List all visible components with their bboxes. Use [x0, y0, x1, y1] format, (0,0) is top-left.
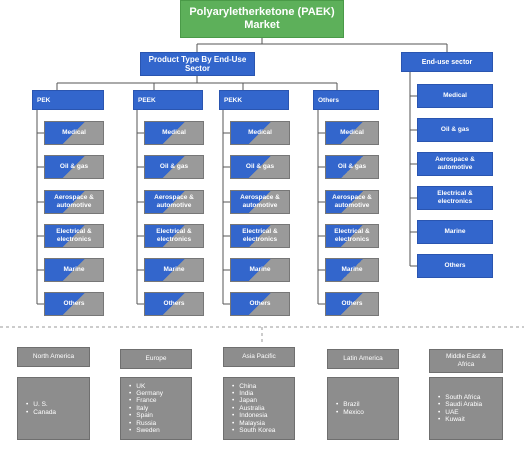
region-middle-east-africa: Middle East & Africa	[429, 349, 503, 373]
country-item: U. S.	[26, 401, 56, 408]
peek-item-others: Others	[144, 292, 204, 316]
country-item: Japan	[232, 397, 275, 404]
pek-item-medical: Medical	[44, 121, 104, 145]
country-item: UAE	[438, 409, 482, 416]
pek-item-aerospace: Aerospace & automotive	[44, 190, 104, 214]
country-item: Indonesia	[232, 412, 275, 419]
region-countries-north-america: U. S. Canada	[17, 377, 90, 440]
others-item-others: Others	[325, 292, 379, 316]
pekk-item-marine: Marine	[230, 258, 290, 282]
product-type-others: Others	[313, 90, 379, 110]
pekk-item-aerospace: Aerospace & automotive	[230, 190, 290, 214]
region-countries-asia-pacific: China India Japan Australia Indonesia Ma…	[223, 377, 295, 440]
country-item: Brazil	[336, 401, 364, 408]
region-europe: Europe	[120, 349, 192, 369]
others-item-medical: Medical	[325, 121, 379, 145]
pekk-item-electrical: Electrical & electronics	[230, 224, 290, 248]
country-item: South Africa	[438, 394, 482, 401]
pekk-item-medical: Medical	[230, 121, 290, 145]
end-use-item-others: Others	[417, 254, 493, 278]
peek-item-medical: Medical	[144, 121, 204, 145]
pek-item-marine: Marine	[44, 258, 104, 282]
end-use-item-electrical: Electrical & electronics	[417, 186, 493, 210]
country-item: Germany	[129, 390, 163, 397]
country-item: Canada	[26, 409, 56, 416]
others-item-oil-gas: Oil & gas	[325, 155, 379, 179]
end-use-item-aerospace: Aerospace & automotive	[417, 152, 493, 176]
country-item: Kuwait	[438, 416, 482, 423]
others-item-electrical: Electrical & electronics	[325, 224, 379, 248]
peek-item-oil-gas: Oil & gas	[144, 155, 204, 179]
region-latin-america: Latin America	[327, 349, 399, 369]
region-countries-latin-america: Brazil Mexico	[327, 377, 399, 440]
country-item: China	[232, 383, 275, 390]
peek-item-electrical: Electrical & electronics	[144, 224, 204, 248]
product-type-sector-node: Product Type By End-Use Sector	[140, 52, 255, 76]
country-item: Australia	[232, 405, 275, 412]
pek-item-others: Others	[44, 292, 104, 316]
country-item: Saudi Arabia	[438, 401, 482, 408]
country-item: Sweden	[129, 427, 163, 434]
product-type-peek: PEEK	[133, 90, 203, 110]
country-item: Italy	[129, 405, 163, 412]
end-use-sector-node: End-use sector	[401, 52, 493, 72]
region-asia-pacific: Asia Pacific	[223, 347, 295, 367]
product-type-pekk: PEKK	[219, 90, 289, 110]
end-use-item-medical: Medical	[417, 84, 493, 108]
pekk-item-oil-gas: Oil & gas	[230, 155, 290, 179]
region-countries-europe: UK Germany France Italy Spain Russia Swe…	[120, 377, 192, 440]
country-item: France	[129, 397, 163, 404]
end-use-item-oil-gas: Oil & gas	[417, 118, 493, 142]
market-title: Polyaryletherketone (PAEK) Market	[180, 0, 344, 38]
pek-item-electrical: Electrical & electronics	[44, 224, 104, 248]
pek-item-oil-gas: Oil & gas	[44, 155, 104, 179]
peek-item-marine: Marine	[144, 258, 204, 282]
region-countries-middle-east-africa: South Africa Saudi Arabia UAE Kuwait	[429, 377, 503, 440]
others-item-marine: Marine	[325, 258, 379, 282]
pekk-item-others: Others	[230, 292, 290, 316]
peek-item-aerospace: Aerospace & automotive	[144, 190, 204, 214]
country-item: Russia	[129, 420, 163, 427]
product-type-pek: PEK	[32, 90, 104, 110]
country-item: Mexico	[336, 409, 364, 416]
country-item: South Korea	[232, 427, 275, 434]
end-use-item-marine: Marine	[417, 220, 493, 244]
country-item: Malaysia	[232, 420, 275, 427]
region-north-america: North America	[17, 347, 90, 367]
country-item: Spain	[129, 412, 163, 419]
country-item: India	[232, 390, 275, 397]
country-item: UK	[129, 383, 163, 390]
others-item-aerospace: Aerospace & automotive	[325, 190, 379, 214]
